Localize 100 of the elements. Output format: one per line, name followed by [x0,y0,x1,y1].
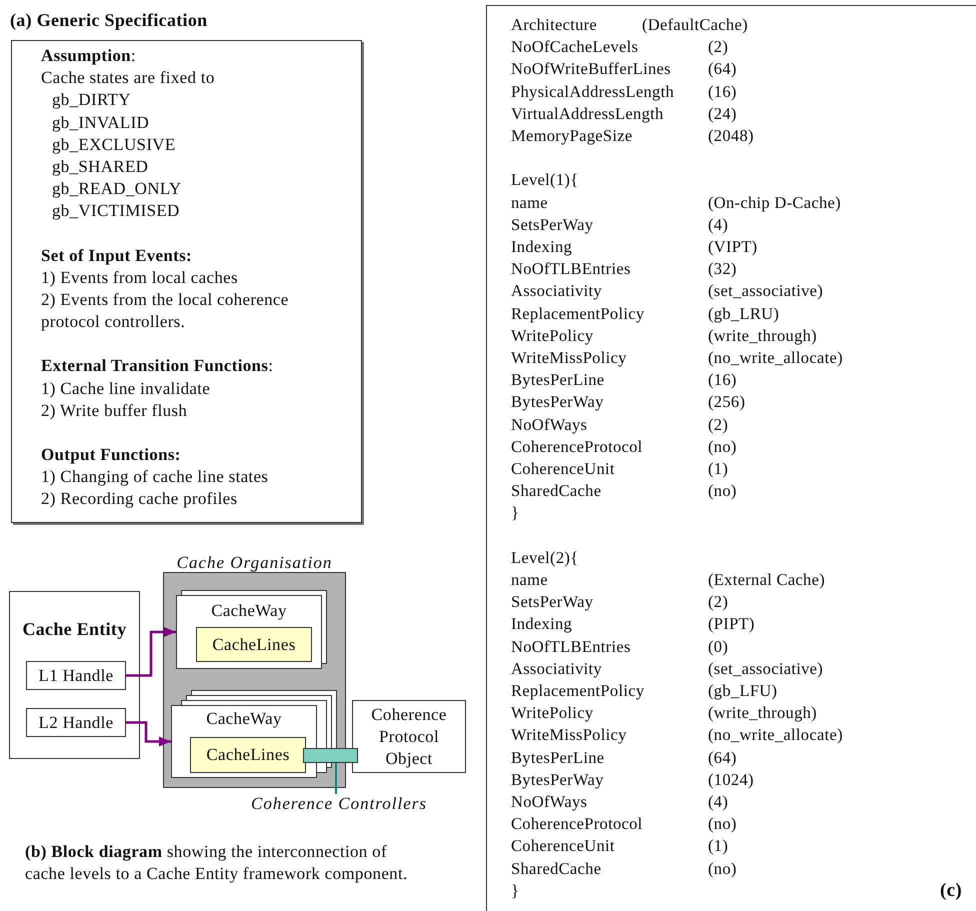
section-heading: Assumption: [41,45,137,67]
parameter-name: MemoryPageSize [511,126,633,146]
cache-lines-label: CacheLines [212,634,296,656]
body-text: Cache states are fixed to [41,67,216,90]
parameter-value: (set_associative) [708,658,824,679]
cache-way-label: CacheWay [206,708,282,730]
parameter-panel [486,5,976,911]
object-box [352,700,466,773]
annotation-text: Coherence Controllers [243,794,435,816]
parameter-name: NoOfTLBEntries [511,259,631,280]
parameter-value: (0) [708,636,728,657]
parameter-value: (24) [708,104,737,124]
parameter-value: (set_associative) [708,281,824,302]
cache-lines-label: CacheLines [206,744,290,766]
parameter-name: NoOfWays [511,414,588,435]
parameter-name: Associativity [511,281,602,302]
parameter-value: (PIPT) [708,614,755,634]
parameter-value: (External Cache) [708,570,826,590]
parameter-value: (2) [708,592,728,612]
panel-label: (c) [940,880,962,902]
section-heading: Output Functions: [41,444,182,466]
arrow [126,721,171,746]
parameter-name: VirtualAddressLength [511,104,664,124]
parameter-name: NoOfWriteBufferLines [511,59,671,80]
parameter-name: WritePolicy [511,326,594,346]
parameter-name: BytesPerLine [511,370,604,390]
container-title: Cache Organisation [176,553,334,573]
state-name: gb_INVALID [51,112,150,134]
body-text: 2) Events from the local coherence protocol controllers. [41,289,290,334]
parameter-name: Associativity [511,658,602,679]
handle-label: L2 Handle [38,712,114,734]
parameter-name: SharedCache [511,481,602,502]
parameter-name: name [511,192,548,213]
cache-lines-box [196,627,312,662]
parameter-value: (gb_LRU) [708,304,780,324]
body-text: 2) Recording cache profiles [41,488,238,510]
parameter-value: (2) [708,37,728,58]
block-header: Level(1){ [511,170,578,190]
parameter-name: ReplacementPolicy [511,681,644,701]
parameter-name: CoherenceUnit [511,836,615,856]
parameter-name: BytesPerWay [511,770,604,790]
arrow [126,627,176,677]
parameter-value: (32) [708,259,737,280]
parameter-value: (1) [708,459,728,479]
parameter-value: (1) [708,836,728,856]
parameter-value: (write_through) [708,703,817,724]
controller-bar [303,748,358,763]
section-heading: External Transition Functions: [41,355,274,378]
figure-caption: (b) Block diagram showing the interconnection of cache levels to a Cache Entity framework component. [25,841,409,885]
state-name: gb_VICTIMISED [51,200,181,222]
parameter-value: (no_write_allocate) [708,725,843,746]
parameter-name: WriteMissPolicy [511,725,627,746]
parameter-value: (64) [708,748,737,768]
parameter-value: (no) [708,436,737,457]
parameter-value: (2) [708,414,728,435]
parameter-name: Indexing [511,614,572,634]
parameter-name: Indexing [511,237,572,257]
parameter-value: (4) [708,792,728,812]
parameter-name: ReplacementPolicy [511,304,644,324]
parameter-name: WriteMissPolicy [511,348,627,368]
parameter-value: (no) [708,481,737,502]
object-label: Coherence Protocol Object [370,704,448,770]
parameter-name: BytesPerWay [511,392,604,412]
body-text: 1) Cache line invalidate [41,378,212,400]
parameter-name: SetsPerWay [511,214,594,235]
parameter-value: (VIPT) [708,237,758,257]
parameter-name: PhysicalAddressLength [511,82,674,102]
cache-way-box [171,705,317,778]
parameter-name: CoherenceProtocol [511,814,643,834]
state-name: gb_SHARED [51,156,150,178]
parameter-name: WritePolicy [511,703,594,724]
cache-way-label: CacheWay [211,600,287,622]
state-name: gb_EXCLUSIVE [51,134,177,156]
parameter-name: NoOfWays [511,792,588,812]
parameter-name: SharedCache [511,858,602,879]
handle-box [26,661,126,690]
state-name: gb_DIRTY [51,89,132,112]
handle-label: L1 Handle [38,664,114,686]
parameter-name: CoherenceProtocol [511,436,643,457]
closing-brace: } [511,503,520,524]
parameter-value: (write_through) [708,326,817,346]
parameter-value: (64) [708,59,737,80]
body-text: 1) Events from local caches [41,266,239,289]
body-text: 1) Changing of cache line states [41,466,270,488]
state-name: gb_READ_ONLY [51,178,182,200]
parameter-name: SetsPerWay [511,592,594,612]
parameter-value: (gb_LFU) [708,681,778,701]
component-box [9,591,140,759]
handle-box [26,708,126,737]
closing-brace: } [511,880,520,901]
parameter-value: (On-chip D-Cache) [708,192,841,213]
section-heading: Set of Input Events: [41,244,193,267]
parameter-name: NoOfCacheLevels [511,37,638,58]
parameter-value: (2048) [708,126,754,146]
parameter-value: (DefaultCache) [642,15,748,35]
cache-lines-box [190,737,306,773]
parameter-value: (16) [708,370,737,390]
parameter-name: CoherenceUnit [511,459,615,479]
cache-way-box [176,595,322,669]
parameter-value: (no_write_allocate) [708,348,843,368]
